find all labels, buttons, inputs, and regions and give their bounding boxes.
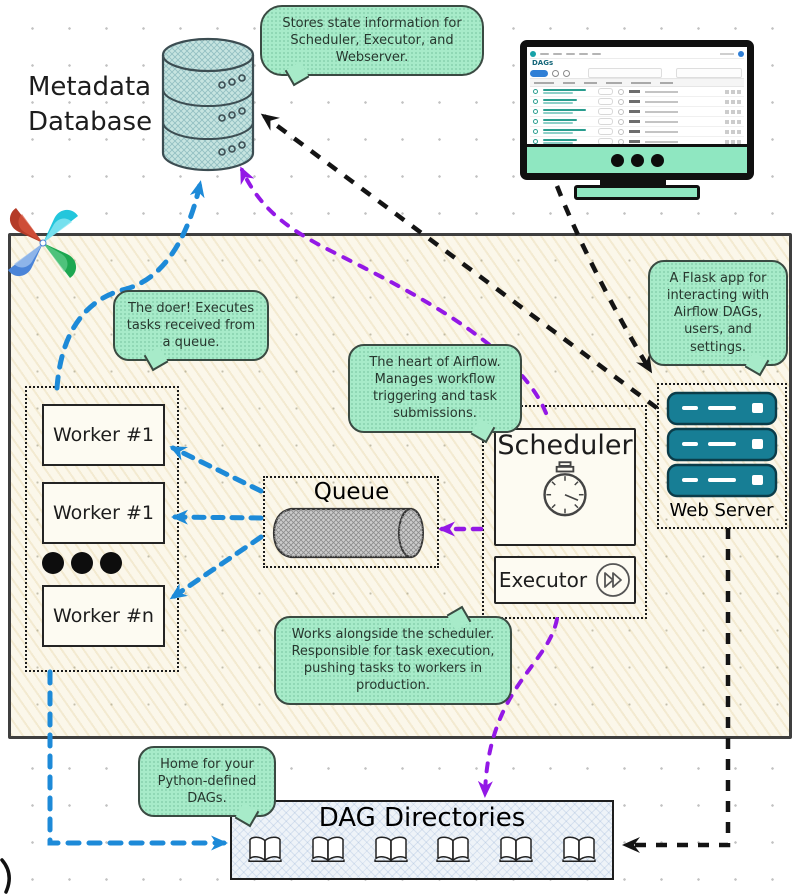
airflow-ui-table-header: [530, 78, 744, 87]
corner-doodle: [0, 858, 11, 894]
worker-2-label: Worker #1: [53, 502, 154, 524]
queue-label: Queue: [313, 479, 390, 505]
speech-bubble-webserver-text: A Flask app for interacting with Airflow…: [666, 271, 770, 355]
book-icon: [562, 836, 596, 862]
speech-bubble-metadata-text: Stores state information for Scheduler, …: [282, 16, 462, 66]
airflow-ui-dag-row: [530, 97, 744, 107]
airflow-logo-icon: [8, 208, 78, 278]
airflow-ui-dag-row: [530, 127, 744, 137]
airflow-ui-navbar: [530, 49, 744, 59]
airflow-ui-title: DAGs: [532, 59, 554, 67]
worker-ellipsis-dots: [42, 552, 122, 574]
worker-box-2: Worker #1: [42, 482, 165, 544]
web-server-label: Web Server: [669, 500, 774, 521]
speech-bubble-metadata: Stores state information for Scheduler, …: [260, 5, 484, 87]
speech-bubble-worker-text: The doer! Executes tasks received from a…: [126, 301, 256, 351]
airflow-ui-logo-icon: [530, 50, 536, 57]
speech-bubble-scheduler-text: The heart of Airflow. Manages workflow t…: [369, 355, 501, 422]
metadata-database-icon: [161, 37, 255, 172]
monitor-bezel: [527, 144, 747, 173]
monitor: DAGs: [520, 40, 754, 180]
stopwatch-icon: [543, 461, 587, 517]
book-icon: [248, 836, 282, 862]
speech-bubble-dags: Home for your Python-defined DAGs.: [138, 746, 276, 828]
worker-n-label: Worker #n: [53, 605, 154, 627]
speech-bubble-worker: The doer! Executes tasks received from a…: [113, 290, 269, 372]
dag-directories-box: DAG Directories: [230, 800, 614, 880]
dag-directories-label: DAG Directories: [318, 803, 526, 833]
speech-bubble-executor-text: Works alongside the scheduler. Responsib…: [291, 627, 495, 694]
airflow-ui-filters: [530, 68, 744, 78]
speech-bubble-dags-text: Home for your Python-defined DAGs.: [157, 757, 257, 807]
book-icon: [373, 836, 408, 862]
airflow-ui-dag-row: [530, 107, 744, 117]
metadata-database-label: Metadata Database: [28, 72, 153, 138]
worker-box-1: Worker #1: [42, 404, 165, 466]
executor-label: Executor: [498, 568, 588, 592]
speech-bubble-webserver: A Flask app for interacting with Airflow…: [648, 260, 788, 377]
scheduler-box: Scheduler: [494, 428, 636, 546]
book-icon: [499, 836, 533, 862]
airflow-ui-dag-row: [530, 87, 744, 97]
airflow-ui-screenshot: DAGs: [527, 47, 747, 147]
dag-books-row: [232, 834, 612, 864]
worker-box-n: Worker #n: [42, 585, 165, 647]
scheduler-label: Scheduler: [497, 430, 633, 461]
book-icon: [311, 836, 345, 862]
airflow-ui-dag-row: [530, 117, 744, 127]
executor-box: Executor: [494, 556, 636, 604]
user-icon: [738, 50, 744, 57]
speech-bubble-scheduler: The heart of Airflow. Manages workflow t…: [348, 344, 522, 443]
monitor-base: [574, 185, 700, 200]
speech-bubble-executor: Works alongside the scheduler. Responsib…: [274, 605, 512, 705]
book-icon: [436, 836, 471, 862]
worker-1-label: Worker #1: [53, 424, 154, 446]
fast-forward-icon: [596, 563, 630, 597]
